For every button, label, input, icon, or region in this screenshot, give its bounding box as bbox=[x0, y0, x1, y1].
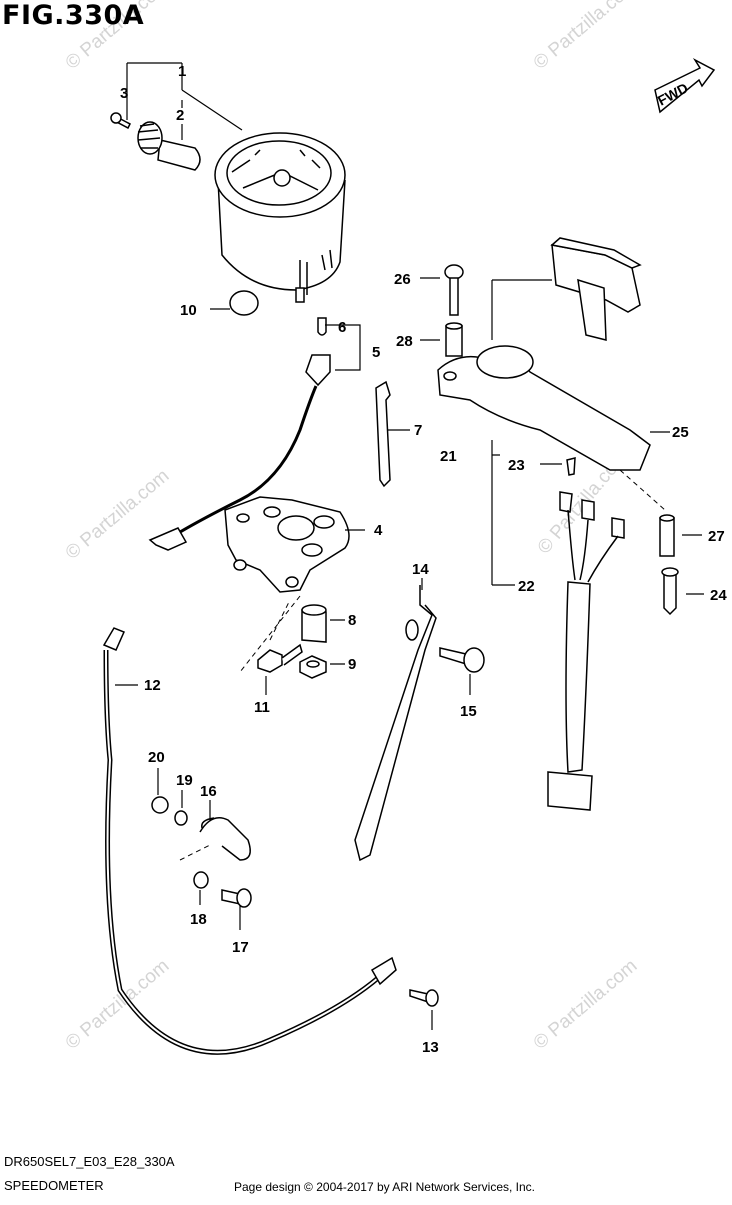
leaders-14-15 bbox=[421, 578, 471, 695]
part-5-socket-harness bbox=[148, 317, 331, 551]
part-11-bolt bbox=[257, 643, 303, 673]
part-9-nut bbox=[299, 655, 327, 679]
figure-title: FIG.330A bbox=[2, 0, 145, 31]
section-name: SPEEDOMETER bbox=[4, 1178, 104, 1193]
callout-11: 11 bbox=[254, 699, 270, 716]
callout-20: 20 bbox=[148, 749, 165, 766]
callout-6: 6 bbox=[338, 319, 346, 336]
watermark-text: © Partzilla.com bbox=[62, 465, 174, 563]
leader-lines-top bbox=[126, 62, 243, 140]
part-10-cap bbox=[229, 290, 259, 316]
copyright-notice: Page design © 2004-2017 by ARI Network S… bbox=[234, 1180, 536, 1194]
callout-26: 26 bbox=[394, 271, 411, 288]
callout-4: 4 bbox=[374, 522, 383, 539]
callout-8: 8 bbox=[348, 612, 356, 629]
callout-23: 23 bbox=[508, 457, 525, 474]
part-14-cable-guide bbox=[354, 585, 437, 862]
callout-14: 14 bbox=[412, 561, 429, 578]
callout-15: 15 bbox=[460, 703, 477, 720]
callout-24: 24 bbox=[710, 587, 727, 604]
callout-12: 12 bbox=[144, 677, 161, 694]
watermark-layer: © Partzilla.com © Partzilla.com © Partzi… bbox=[62, 0, 642, 1054]
dashed-guide-16 bbox=[179, 844, 211, 861]
callout-1: 1 bbox=[178, 63, 186, 80]
fwd-arrow: FWD bbox=[654, 58, 716, 114]
leaders-right bbox=[420, 277, 704, 595]
callout-28: 28 bbox=[396, 333, 413, 350]
part-2-knob bbox=[137, 121, 201, 171]
model-code: DR650SEL7_E03_E28_330A bbox=[4, 1154, 175, 1169]
dashed-guide-27 bbox=[619, 469, 666, 511]
callout-22: 22 bbox=[518, 578, 535, 595]
indicator-housing bbox=[437, 237, 651, 471]
parts-22-24-27 bbox=[547, 457, 679, 811]
callout-17: 17 bbox=[232, 939, 249, 956]
part-8-grommet bbox=[301, 604, 327, 643]
parts-16-20 bbox=[151, 796, 252, 908]
part-4-bracket bbox=[224, 496, 350, 593]
leader-5-6 bbox=[325, 324, 361, 371]
callout-5: 5 bbox=[372, 344, 380, 361]
callout-19: 19 bbox=[176, 772, 193, 789]
part-3-screw bbox=[110, 112, 131, 130]
watermark-text: © Partzilla.com bbox=[530, 0, 642, 74]
leaders-8-9-11 bbox=[265, 619, 345, 695]
speedometer-assembly bbox=[214, 132, 346, 303]
parts-26-28 bbox=[444, 264, 464, 357]
leaders-16-20 bbox=[157, 768, 241, 930]
callout-2: 2 bbox=[176, 107, 184, 124]
dashed-guides bbox=[239, 595, 301, 673]
callout-18: 18 bbox=[190, 911, 207, 928]
part-7-cable-tie bbox=[375, 380, 391, 488]
callout-7: 7 bbox=[414, 422, 422, 439]
callout-3: 3 bbox=[120, 85, 128, 102]
callout-9: 9 bbox=[348, 656, 356, 673]
watermark-text: © Partzilla.com bbox=[530, 955, 642, 1053]
part-15-bolt bbox=[439, 647, 485, 673]
callout-21: 21 bbox=[440, 448, 457, 465]
part-12-speedometer-cable bbox=[102, 627, 397, 1055]
callout-27: 27 bbox=[708, 528, 725, 545]
part-13-screw bbox=[409, 989, 439, 1007]
callout-25: 25 bbox=[672, 424, 689, 441]
callout-numbers: 1 2 3 4 5 6 7 8 9 10 11 12 13 14 15 16 1… bbox=[120, 63, 727, 1056]
callout-10: 10 bbox=[180, 302, 197, 319]
callout-13: 13 bbox=[422, 1039, 439, 1056]
callout-16: 16 bbox=[200, 783, 217, 800]
